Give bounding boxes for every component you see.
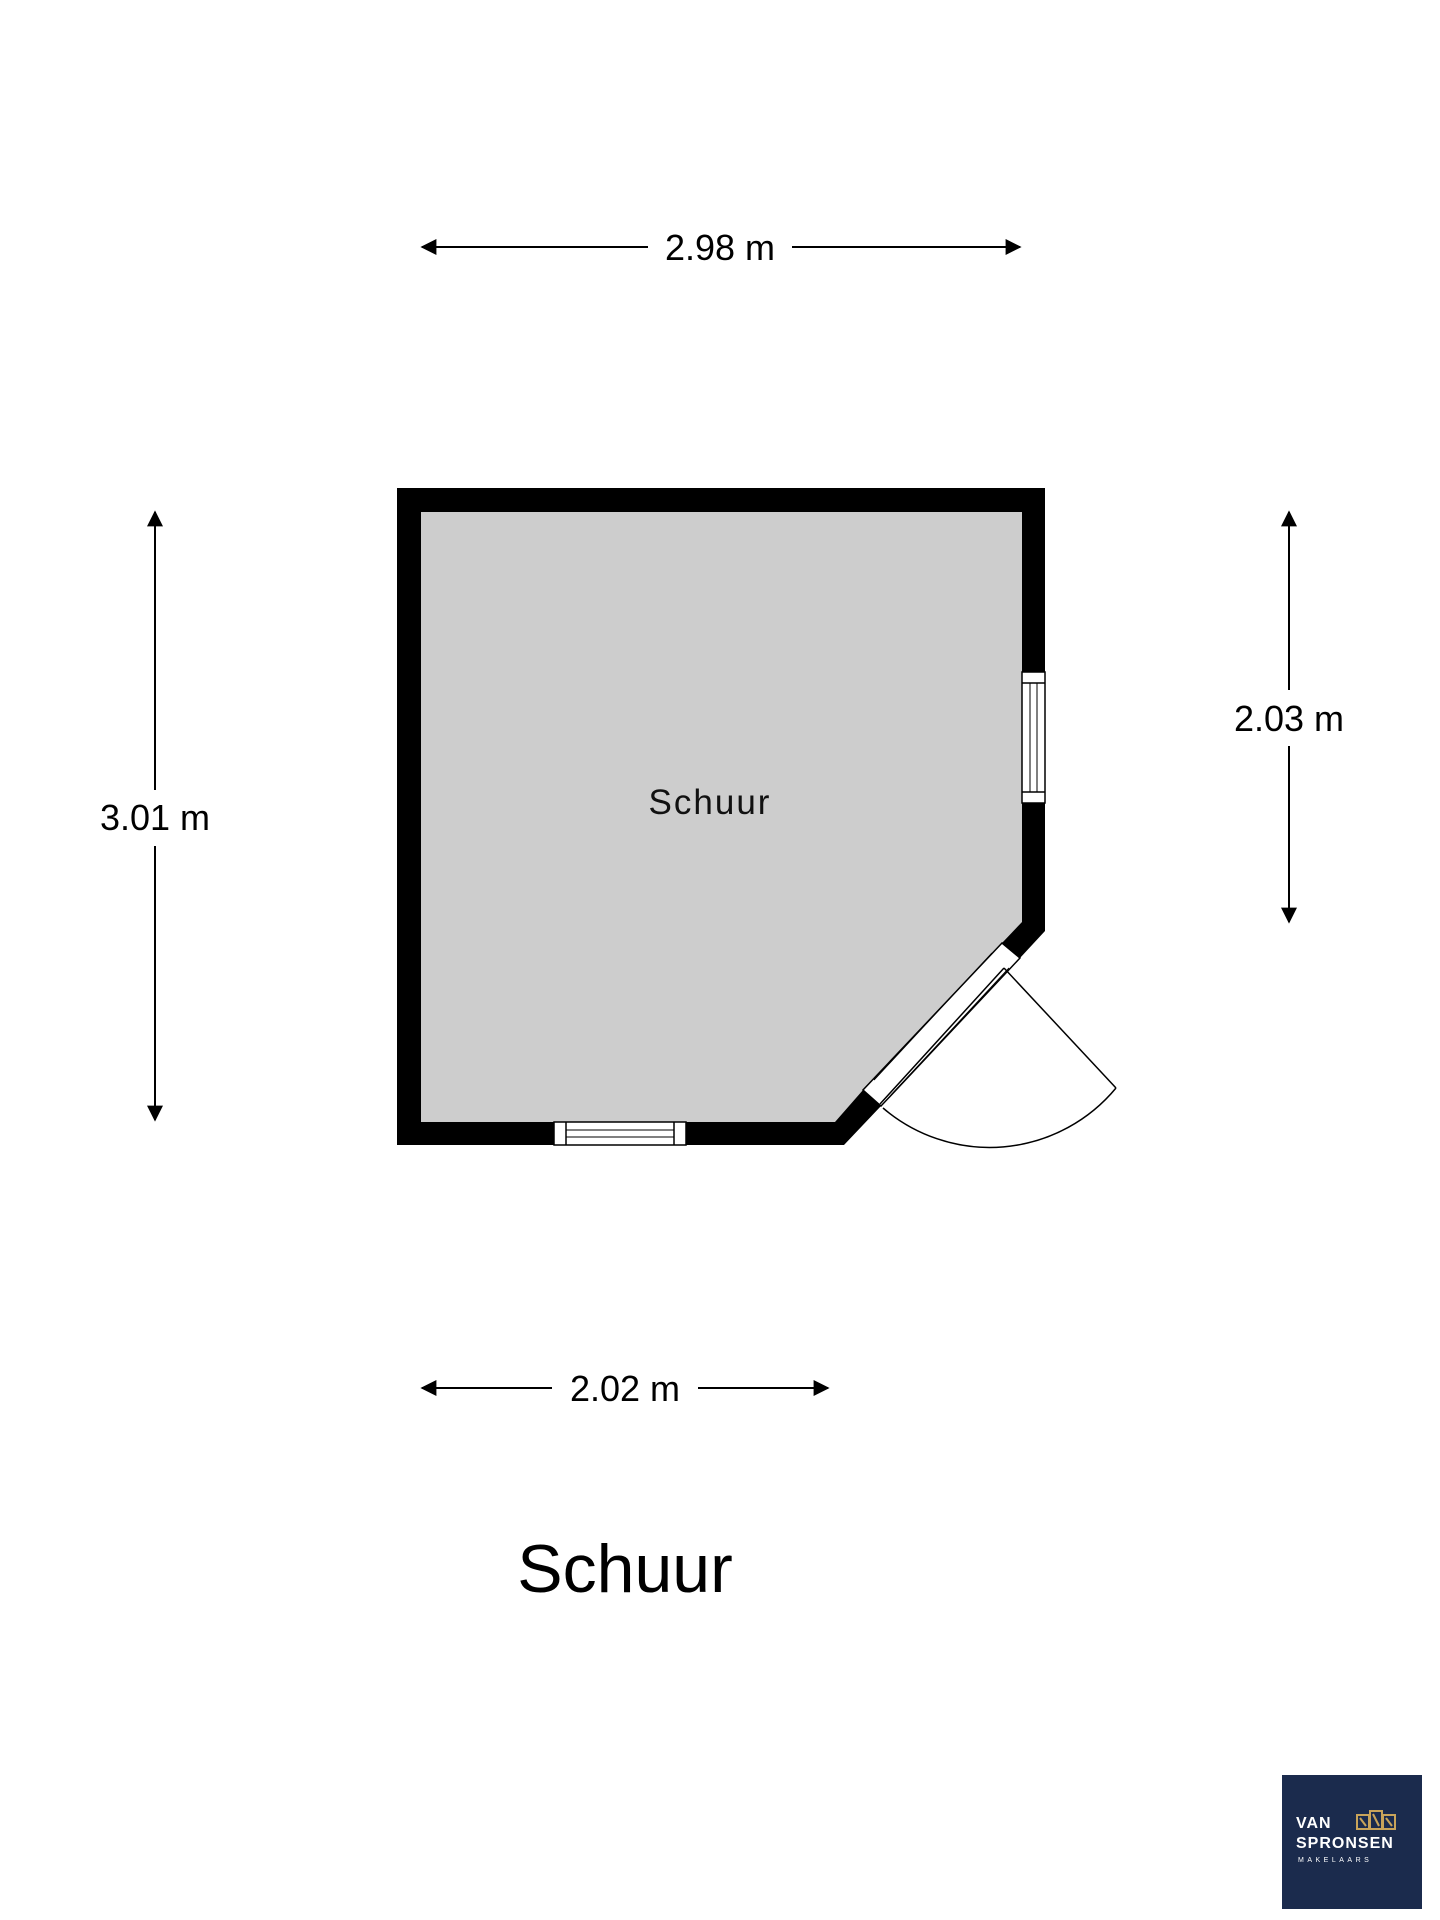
dimension-left-height: 3.01 m [100, 510, 210, 1122]
logo-text-makelaars: MAKELAARS [1298, 1857, 1373, 1864]
plan-title: Schuur [517, 1531, 732, 1607]
logo-text-spronsen: SPRONSEN [1296, 1835, 1394, 1852]
dimension-right-height: 2.03 m [1234, 510, 1344, 924]
dimension-right-height-label: 2.03 m [1234, 698, 1344, 739]
dimension-top-width: 2.98 m [420, 227, 1022, 268]
door-leaf [879, 967, 1005, 1105]
door-diagonal [861, 941, 1117, 1149]
window-bottom [553, 1121, 687, 1146]
walls [397, 488, 1045, 1145]
dimension-bottom-width: 2.02 m [420, 1368, 830, 1409]
dimension-top-width-label: 2.98 m [665, 227, 775, 268]
window-right [1021, 671, 1046, 804]
room-label: Schuur [649, 783, 772, 822]
door-swing-arc [882, 1087, 1117, 1149]
door-leaf-open [1003, 967, 1117, 1089]
logo-text-van: VAN [1296, 1815, 1332, 1832]
dimension-left-height-label: 3.01 m [100, 797, 210, 838]
dimension-bottom-width-label: 2.02 m [570, 1368, 680, 1409]
logo: VAN SPRONSEN MAKELAARS [1282, 1775, 1422, 1909]
logo-emblem-icon [1356, 1810, 1396, 1830]
room-floor [420, 510, 1023, 1122]
